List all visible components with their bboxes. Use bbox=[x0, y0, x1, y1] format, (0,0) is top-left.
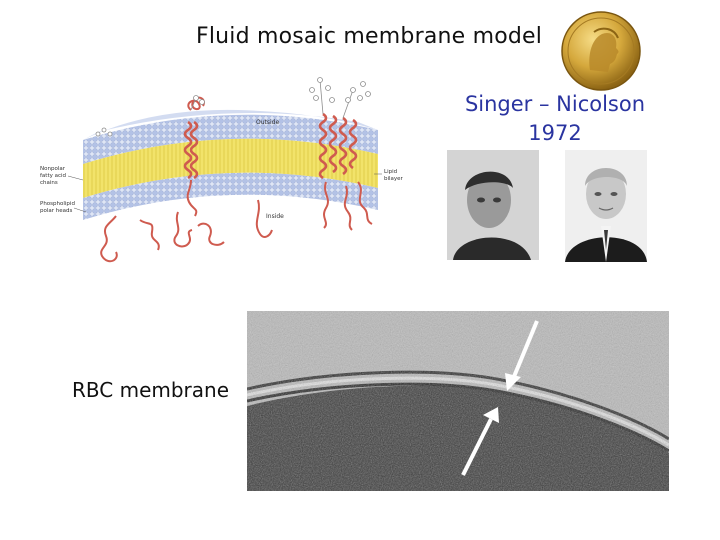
label-outside: Outside bbox=[256, 119, 279, 126]
slide-title: Fluid mosaic membrane model bbox=[196, 24, 543, 49]
glycocalyx-chains bbox=[95, 77, 371, 137]
label-polar-2: polar heads bbox=[40, 208, 72, 214]
label-polar-1: Phospholipid bbox=[40, 201, 75, 207]
rbc-membrane-micrograph bbox=[247, 311, 669, 491]
label-nonpolar-1: Nonpolar bbox=[40, 166, 66, 172]
label-bilayer-1: Lipid bbox=[384, 169, 397, 175]
credit-year: 1972 bbox=[528, 121, 582, 145]
arrow-icon bbox=[505, 320, 539, 391]
label-bilayer-2: bilayer bbox=[384, 176, 404, 182]
upper-head-layer bbox=[83, 114, 378, 164]
peripheral-protein bbox=[100, 199, 273, 263]
nobel-medal-icon bbox=[561, 11, 641, 91]
arrow-icon bbox=[461, 407, 499, 476]
label-inside: Inside bbox=[266, 213, 284, 220]
label-nonpolar-3: chains bbox=[40, 180, 58, 186]
fluid-mosaic-diagram: Outside Inside Nonpolar fatty acid chain… bbox=[40, 77, 404, 263]
portrait-photo-singer bbox=[447, 150, 539, 260]
micrograph-label: RBC membrane bbox=[72, 378, 230, 402]
label-nonpolar-2: fatty acid bbox=[40, 173, 66, 179]
transmembrane-protein bbox=[318, 112, 373, 231]
transmembrane-protein bbox=[183, 96, 205, 217]
credit-names: Singer – Nicolson bbox=[464, 92, 646, 116]
fatty-acid-tails bbox=[83, 138, 378, 198]
lower-head-layer bbox=[83, 172, 378, 220]
portrait-photo-nicolson bbox=[565, 150, 647, 262]
